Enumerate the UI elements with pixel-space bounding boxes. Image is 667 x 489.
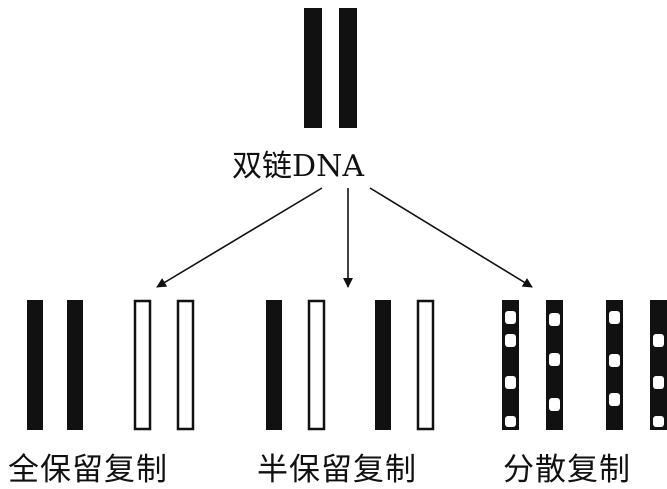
old-strand: [27, 300, 43, 430]
new-strand: [176, 299, 195, 431]
dispersive-strand: [546, 300, 563, 430]
arrows: [156, 187, 533, 288]
parent-dna: [304, 8, 357, 128]
conservative-label: 全保留复制: [8, 452, 168, 488]
conservative-products: [27, 299, 195, 431]
semiconservative-products: [266, 299, 435, 431]
old-strand: [266, 300, 282, 430]
dispersive-strand: [502, 300, 519, 430]
old-strand: [375, 300, 391, 430]
arrow-to-conservative: [156, 187, 323, 288]
dispersive-products: [502, 300, 667, 430]
new-strand: [416, 299, 435, 431]
arrow-to-dispersive: [369, 187, 533, 288]
parent-strand-left: [304, 8, 322, 128]
new-strand: [307, 299, 326, 431]
new-strand: [133, 299, 152, 431]
old-strand: [67, 300, 83, 430]
semiconservative-label: 半保留复制: [257, 452, 417, 488]
dispersive-strand: [650, 300, 667, 430]
dispersive-label: 分散复制: [503, 452, 631, 488]
parent-dna-label: 双链DNA: [232, 149, 364, 184]
parent-strand-right: [339, 8, 357, 128]
dispersive-strand: [606, 300, 623, 430]
